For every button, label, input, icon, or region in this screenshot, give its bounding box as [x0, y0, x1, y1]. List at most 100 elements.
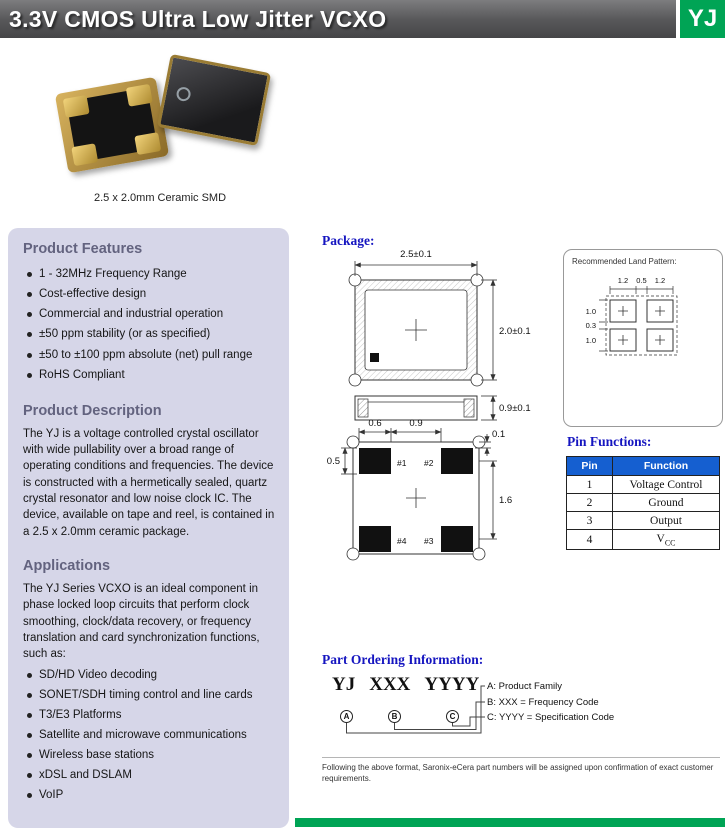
page-title: 3.3V CMOS Ultra Low Jitter VCXO: [9, 5, 387, 32]
land-dim-left-bottom: 1.0: [586, 336, 596, 345]
dim-body-height: 2.0±0.1: [499, 326, 531, 337]
ordering-note: Following the above format, Saronix-eCer…: [322, 757, 720, 785]
table-row: 3 Output: [566, 511, 720, 530]
pad-label-1: #1: [397, 458, 407, 468]
ordering-legend: A: Product Family B: XXX = Frequency Cod…: [487, 679, 614, 726]
product-features-section: Product Features 1 - 32MHz Frequency Ran…: [21, 241, 279, 385]
bottom-pads: [359, 448, 473, 552]
product-photo: [54, 53, 272, 190]
legend-item-c: C: YYYY = Specification Code: [487, 712, 615, 723]
code-frequency: XXX: [369, 674, 411, 695]
list-item: SD/HD Video decoding: [27, 665, 279, 685]
package-side-view: [354, 395, 478, 421]
dim-edge-offset: 0.1: [492, 429, 505, 440]
package-top-view: [348, 273, 484, 387]
table-row: 4 VCC: [566, 528, 720, 551]
pin-function: Output: [612, 511, 720, 530]
chip-top-view-image: [156, 53, 272, 147]
legend-item-a: A: Product Family: [487, 681, 562, 692]
series-badge: YJ: [680, 0, 725, 38]
chip-pad: [71, 143, 99, 167]
marker-b: B: [388, 710, 401, 723]
land-pattern-drawing: 1.2 0.5 1.2 1.0 0.3 1.0: [586, 276, 678, 356]
pin-function: Voltage Control: [612, 475, 720, 494]
list-item: Commercial and industrial operation: [27, 304, 279, 324]
land-dim-left-mid: 0.3: [586, 321, 596, 330]
land-pattern-heading: Recommended Land Pattern:: [572, 257, 677, 266]
description-body: The YJ is a voltage controlled crystal o…: [23, 427, 275, 538]
product-description-section: Product Description The YJ is a voltage …: [21, 403, 279, 540]
chip-pad: [134, 132, 162, 156]
pin-number: 3: [566, 511, 613, 530]
list-item: RoHS Compliant: [27, 365, 279, 385]
land-dim-top-left: 1.2: [618, 276, 628, 285]
pin-column-header: Pin: [566, 456, 613, 476]
pad-label-2: #2: [424, 458, 434, 468]
package-bottom-view: [352, 441, 480, 555]
bottom-view-dimension-lines: [341, 428, 497, 540]
dim-pad-width: 0.6: [368, 418, 381, 429]
list-item: 1 - 32MHz Frequency Range: [27, 264, 279, 284]
vcc-subscript: CC: [664, 537, 676, 547]
dim-row-pitch: 1.6: [499, 495, 512, 506]
photo-caption: 2.5 x 2.0mm Ceramic SMD: [93, 192, 227, 204]
land-pattern-box: Recommended Land Pattern: 1.2 0.5 1.2 1.…: [563, 249, 723, 427]
dim-thickness: 0.9±0.1: [499, 403, 531, 414]
list-item: Satellite and microwave communications: [27, 725, 279, 745]
list-item: Wireless base stations: [27, 745, 279, 765]
applications-heading: Applications: [23, 558, 111, 575]
code-family: YJ: [332, 674, 356, 695]
dim-pad-height: 0.5: [327, 456, 340, 467]
list-item: ±50 to ±100 ppm absolute (net) pull rang…: [27, 345, 279, 365]
dim-pad-gap: 0.9: [409, 418, 422, 429]
pin1-marker: [370, 353, 379, 362]
list-item: xDSL and DSLAM: [27, 765, 279, 785]
pin-functions-heading: Pin Functions:: [567, 434, 652, 449]
ordering-connector-lines: [346, 685, 485, 734]
list-item: Cost-effective design: [27, 284, 279, 304]
applications-list: SD/HD Video decoding SONET/SDH timing co…: [27, 665, 279, 806]
land-dim-top-right: 1.2: [655, 276, 665, 285]
left-info-panel: Product Features 1 - 32MHz Frequency Ran…: [8, 228, 289, 828]
function-column-header: Function: [612, 456, 720, 476]
land-dim-left-top: 1.0: [586, 307, 596, 316]
marker-a: A: [340, 710, 353, 723]
features-list: 1 - 32MHz Frequency Range Cost-effective…: [27, 264, 279, 385]
package-drawing: 2.5±0.1 2.0±0.1 0.9±0.1 #1 #2 #4 #3: [327, 249, 531, 561]
marker-c: C: [446, 710, 459, 723]
title-bar: 3.3V CMOS Ultra Low Jitter VCXO: [0, 0, 676, 38]
side-view-dimension-lines: [481, 395, 497, 421]
pin-number: 1: [566, 475, 613, 494]
legend-item-b: B: XXX = Frequency Code: [487, 696, 599, 708]
pin-function-table: Pin Function 1 Voltage Control 2 Ground …: [566, 456, 720, 551]
list-item: T3/E3 Platforms: [27, 705, 279, 725]
applications-section: Applications The YJ Series VCXO is an id…: [21, 558, 279, 806]
pad-label-4: #4: [397, 536, 407, 546]
dim-body-width: 2.5±0.1: [400, 249, 432, 260]
table-header-row: Pin Function: [566, 456, 720, 476]
pin-number: 2: [566, 493, 613, 512]
pin-function: Ground: [612, 493, 720, 512]
chip-bottom-view-image: [54, 76, 170, 174]
package-heading: Package:: [322, 233, 375, 248]
land-pads: [605, 295, 678, 356]
applications-intro: The YJ Series VCXO is an ideal component…: [23, 583, 260, 661]
list-item: SONET/SDH timing control and line cards: [27, 685, 279, 705]
features-heading: Product Features: [23, 241, 143, 257]
table-row: 2 Ground: [566, 493, 720, 512]
land-dim-top-mid: 0.5: [636, 276, 646, 285]
ordering-heading: Part Ordering Information:: [322, 652, 484, 667]
part-number-code: YJ XXX YYYY: [332, 674, 479, 696]
pin-number: 4: [566, 528, 613, 551]
list-item: VoIP: [27, 785, 279, 805]
pin-function: VCC: [612, 528, 720, 551]
list-item: ±50 ppm stability (or as specified): [27, 324, 279, 344]
pad-label-3: #3: [424, 536, 434, 546]
land-dimension-lines: [599, 286, 674, 352]
description-heading: Product Description: [23, 402, 162, 419]
chip-logo-mark: [175, 85, 192, 103]
footer-accent-bar: [295, 818, 725, 827]
table-row: 1 Voltage Control: [566, 475, 720, 494]
code-specification: YYYY: [424, 674, 480, 695]
top-view-dimension-lines: [354, 261, 497, 381]
